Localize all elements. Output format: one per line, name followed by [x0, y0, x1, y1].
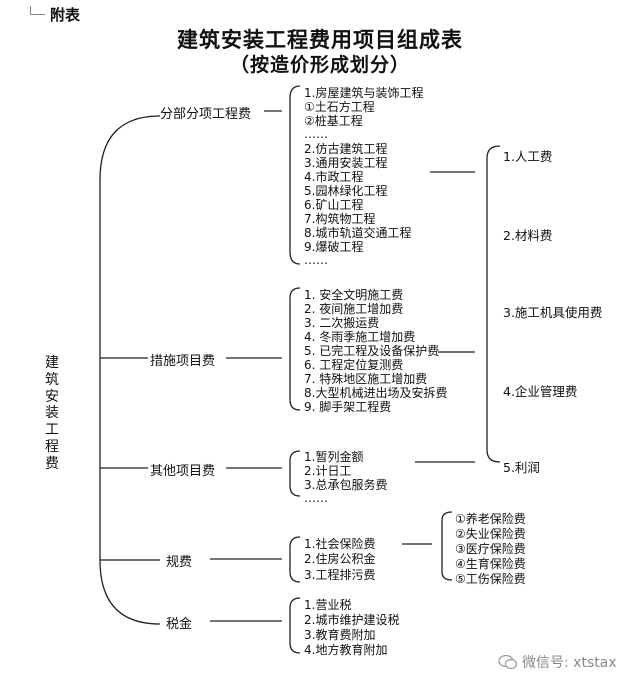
- list-item: 3.总承包服务费: [304, 478, 388, 492]
- list-item: 3. 二次搬运费: [304, 316, 380, 330]
- page-subtitle: （按造价形成划分）: [229, 54, 410, 76]
- list-item: 8.大型机械进出场及安拆费: [304, 386, 448, 400]
- cost-element-item: 5.利润: [503, 460, 540, 475]
- cost-element-item: 4.企业管理费: [503, 384, 578, 399]
- list-item: 2.计日工: [304, 464, 352, 478]
- cost-element-item: 1.人工费: [503, 149, 553, 164]
- list-item: 4.市政工程: [304, 170, 364, 184]
- insurance-item: ①养老保险费: [455, 512, 526, 526]
- insurance-item: ③医疗保险费: [455, 542, 526, 556]
- cost-bracket: [486, 145, 501, 463]
- brace-other: [289, 450, 301, 497]
- insurance-item: ④生育保险费: [455, 557, 526, 571]
- brace-tax: [289, 597, 301, 654]
- root-node: 建筑安装工程费: [45, 355, 59, 472]
- list-item: 1.营业税: [304, 598, 352, 612]
- list-item: 8.城市轨道交通工程: [304, 226, 412, 240]
- list-item: 5. 已完工程及设备保护费: [304, 344, 440, 358]
- brace-fenbu: [289, 85, 301, 265]
- list-item: 2.城市维护建设税: [304, 613, 400, 627]
- list-item: 3.工程排污费: [304, 568, 376, 582]
- list-item: 6.矿山工程: [304, 198, 364, 212]
- list-item: 1. 安全文明施工费: [304, 288, 404, 302]
- list-item: ……: [304, 491, 328, 505]
- list-item: 6. 工程定位复测费: [304, 358, 404, 372]
- category-other: 其他项目费: [150, 464, 216, 479]
- category-tax: 税金: [166, 617, 193, 632]
- list-item: 3.通用安装工程: [304, 156, 388, 170]
- category-fenbu: 分部分项工程费: [160, 107, 252, 122]
- category-measure: 措施项目费: [150, 354, 216, 369]
- cost-element-item: 3.施工机具使用费: [503, 305, 603, 320]
- root-bracket: [99, 115, 161, 625]
- list-item: 4.地方教育附加: [304, 643, 388, 657]
- insurance-item: ②失业保险费: [455, 527, 526, 541]
- wechat-icon: [498, 655, 518, 670]
- brace-fees: [289, 536, 301, 583]
- corner-mark: [30, 6, 45, 15]
- category-fees: 规费: [166, 555, 193, 570]
- list-item: ①土石方工程: [304, 100, 375, 114]
- appendix-label: 附表: [50, 6, 81, 24]
- list-item: 1.社会保险费: [304, 537, 376, 551]
- insurance-item: ⑤工伤保险费: [455, 572, 526, 586]
- list-item: 2. 夜间施工增加费: [304, 302, 404, 316]
- watermark: 微信号: xtstax: [498, 652, 617, 672]
- page-title: 建筑安装工程费用项目组成表: [177, 28, 463, 52]
- list-item: 7. 特殊地区施工增加费: [304, 372, 428, 386]
- list-item: 7.构筑物工程: [304, 212, 376, 226]
- list-item: ……: [304, 127, 328, 141]
- list-item: 9.爆破工程: [304, 240, 364, 254]
- cost-element-item: 2.材料费: [503, 228, 553, 243]
- list-item: ②桩基工程: [304, 114, 363, 128]
- watermark-text: 微信号: xtstax: [522, 655, 617, 671]
- list-item: 2.住房公积金: [304, 552, 376, 566]
- list-item: ……: [304, 253, 328, 267]
- list-item: 4. 冬雨季施工增加费: [304, 330, 416, 344]
- brace-measure: [289, 287, 301, 411]
- list-item: 1.暂列金额: [304, 450, 364, 464]
- brace-social: [441, 511, 453, 581]
- list-item: 2.仿古建筑工程: [304, 142, 388, 156]
- list-item: 5.园林绿化工程: [304, 184, 388, 198]
- list-item: 1.房屋建筑与装饰工程: [304, 86, 424, 100]
- list-item: 3.教育费附加: [304, 628, 376, 642]
- list-item: 9. 脚手架工程费: [304, 400, 392, 414]
